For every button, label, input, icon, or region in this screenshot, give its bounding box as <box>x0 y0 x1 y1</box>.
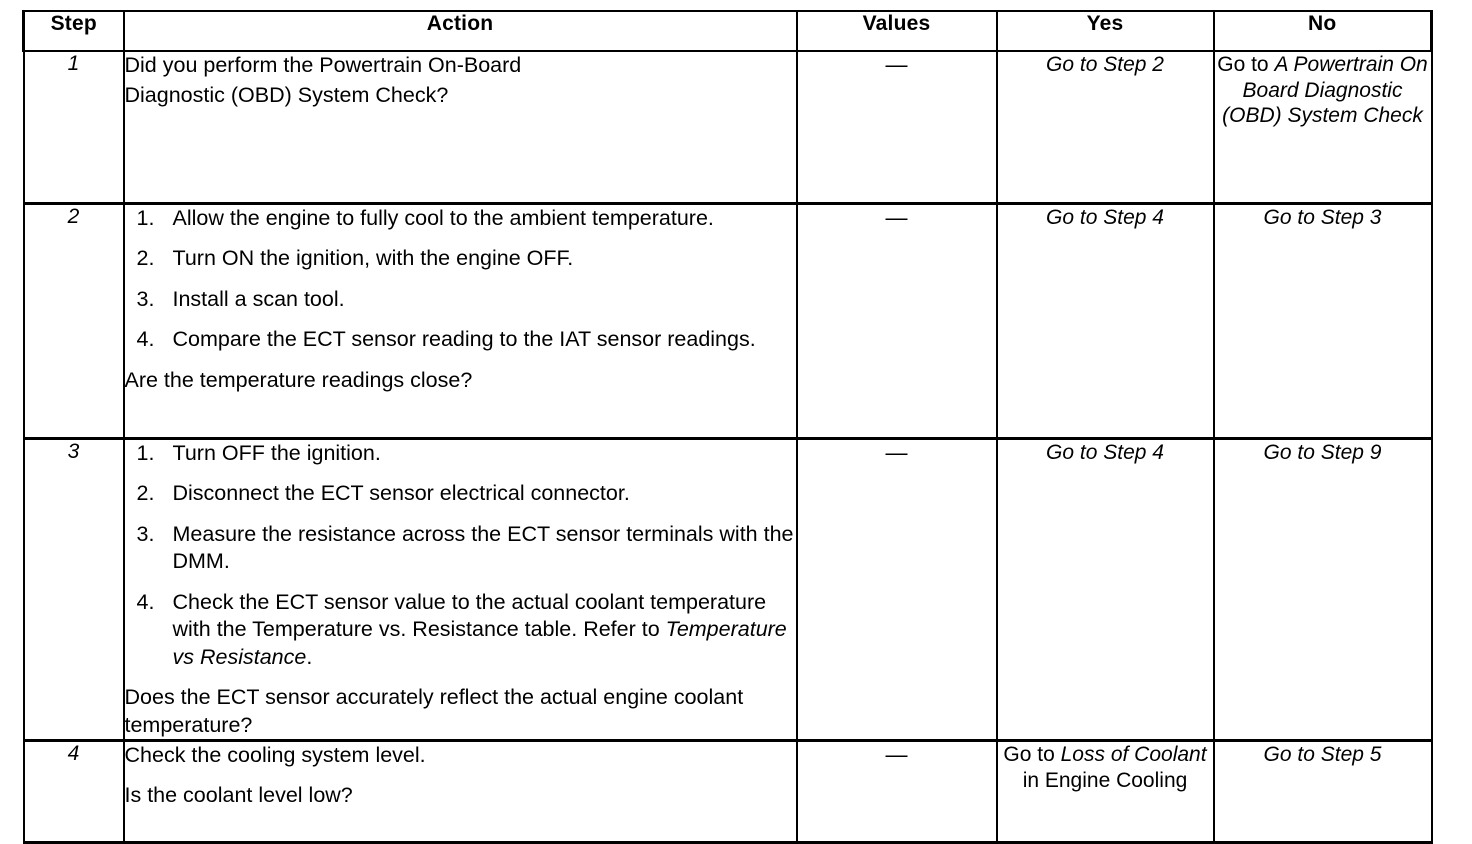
column-header-yes: Yes <box>995 10 1215 52</box>
step-number-cell: 1 <box>22 50 125 205</box>
action-list-item: 4. Compare the ECT sensor reading to the … <box>125 326 796 354</box>
action-list-item: 3. Install a scan tool. <box>125 286 796 314</box>
list-text: Compare the ECT sensor reading to the IA… <box>172 327 756 352</box>
action-step-list: 1. Turn OFF the ignition. 2. Disconnect th… <box>125 440 796 672</box>
action-line: Diagnostic (OBD) System Check? <box>124 82 449 107</box>
values-cell: — <box>795 437 998 743</box>
values-dash: — <box>885 52 908 77</box>
list-text: Allow the engine to fully cool to the am… <box>172 205 714 230</box>
list-text: Check the ECT sensor value to the actual… <box>172 589 767 642</box>
diagnostic-procedure-table: Step Action Values Yes No 1 Did you perf… <box>22 10 1433 844</box>
action-list-item: 3. Measure the resistance across the ECT … <box>125 521 796 576</box>
action-line: Check the cooling system level. <box>124 743 426 768</box>
list-text: Turn OFF the ignition. <box>172 440 381 465</box>
list-text: Measure the resistance across the ECT se… <box>172 521 794 574</box>
list-number: 2. <box>136 481 155 506</box>
column-header-action: Action <box>122 10 798 52</box>
table-row: 4 Check the cooling system level. Is the… <box>22 739 1433 844</box>
no-reference: Go to Step 9 <box>1263 440 1382 464</box>
yes-reference: Go to Step 4 <box>1046 205 1164 229</box>
values-dash: — <box>885 439 908 465</box>
yes-result-cell: Go to Step 4 <box>995 202 1215 440</box>
values-dash: — <box>885 742 908 768</box>
list-text: Disconnect the ECT sensor electrical con… <box>172 481 630 506</box>
action-cell: Did you perform the Powertrain On-Board … <box>122 50 798 205</box>
step-number-cell: 3 <box>22 437 125 743</box>
no-reference: Go to Step 3 <box>1263 205 1382 229</box>
yes-reference: Loss of Coolant <box>1060 743 1207 767</box>
column-header-no: No <box>1212 10 1433 52</box>
list-number: 3. <box>136 521 155 546</box>
action-question: Does the ECT sensor accurately reflect t… <box>124 685 744 737</box>
list-number: 3. <box>136 286 155 311</box>
action-list-item: 2. Disconnect the ECT sensor electrical c… <box>125 480 796 508</box>
table-header-row: Step Action Values Yes No <box>22 10 1433 52</box>
table-header: Step Action Values Yes No <box>22 10 1433 52</box>
values-cell: — <box>795 202 998 440</box>
list-text: Turn ON the ignition, with the engine OF… <box>172 246 574 271</box>
values-dash: — <box>885 204 908 230</box>
action-list-item: 4. Check the ECT sensor value to the actu… <box>125 589 796 672</box>
table-row: 1 Did you perform the Powertrain On-Boar… <box>22 50 1433 205</box>
list-number: 1. <box>136 205 155 230</box>
action-cell: 1. Allow the engine to fully cool to the … <box>122 202 798 440</box>
no-result-cell: Go to Step 5 <box>1212 739 1433 844</box>
yes-result-cell: Go to Step 2 <box>995 50 1215 205</box>
values-cell: — <box>795 739 998 844</box>
list-text-tail: . <box>306 644 313 669</box>
action-question: Are the temperature readings close? <box>124 367 473 392</box>
action-list-item: 1. Turn OFF the ignition. <box>125 440 796 468</box>
list-number: 4. <box>136 327 155 352</box>
list-text-reference: Temperature vs Resistance <box>172 617 787 669</box>
action-cell: Check the cooling system level. Is the c… <box>122 739 798 844</box>
action-list-item: 1. Allow the engine to fully cool to the … <box>125 205 796 233</box>
no-result-cell: Go to Step 3 <box>1212 202 1433 440</box>
step-number-cell: 2 <box>22 202 125 440</box>
column-header-values: Values <box>795 10 998 52</box>
step-number-cell: 4 <box>22 739 125 844</box>
table-row: 2 1. Allow the engine to fully cool to th… <box>22 202 1433 440</box>
list-text: Install a scan tool. <box>172 286 345 311</box>
no-reference: A Powertrain On Board Diagnostic (OBD) S… <box>1222 53 1428 128</box>
list-number: 1. <box>136 440 155 465</box>
yes-reference: Go to Step 4 <box>1046 440 1164 464</box>
yes-reference: Go to Step 2 <box>1046 53 1164 76</box>
list-number: 4. <box>136 589 155 614</box>
column-header-step: Step <box>22 10 125 52</box>
action-line: Is the coolant level low? <box>124 782 353 807</box>
action-line: Did you perform the Powertrain On-Board <box>124 53 522 77</box>
table-row: 3 1. Turn OFF the ignition. 2. Disconnect … <box>22 437 1433 743</box>
yes-prefix: Go to <box>1003 743 1061 767</box>
action-list-item: 2. Turn ON the ignition, with the engine … <box>125 245 796 273</box>
list-number: 2. <box>136 246 155 271</box>
action-cell: 1. Turn OFF the ignition. 2. Disconnect th… <box>122 437 798 743</box>
yes-result-cell: Go to Step 4 <box>995 437 1215 743</box>
table-body: 1 Did you perform the Powertrain On-Boar… <box>22 50 1433 844</box>
no-prefix: Go to <box>1217 53 1275 76</box>
no-result-cell: Go to A Powertrain On Board Diagnostic (… <box>1212 50 1433 205</box>
action-step-list: 1. Allow the engine to fully cool to the … <box>125 205 796 354</box>
values-cell: — <box>795 50 998 205</box>
yes-result-cell: Go to Loss of Coolant in Engine Cooling <box>995 739 1215 844</box>
no-reference: Go to Step 5 <box>1263 743 1382 767</box>
yes-suffix: in Engine Cooling <box>1022 768 1188 792</box>
no-result-cell: Go to Step 9 <box>1212 437 1433 743</box>
